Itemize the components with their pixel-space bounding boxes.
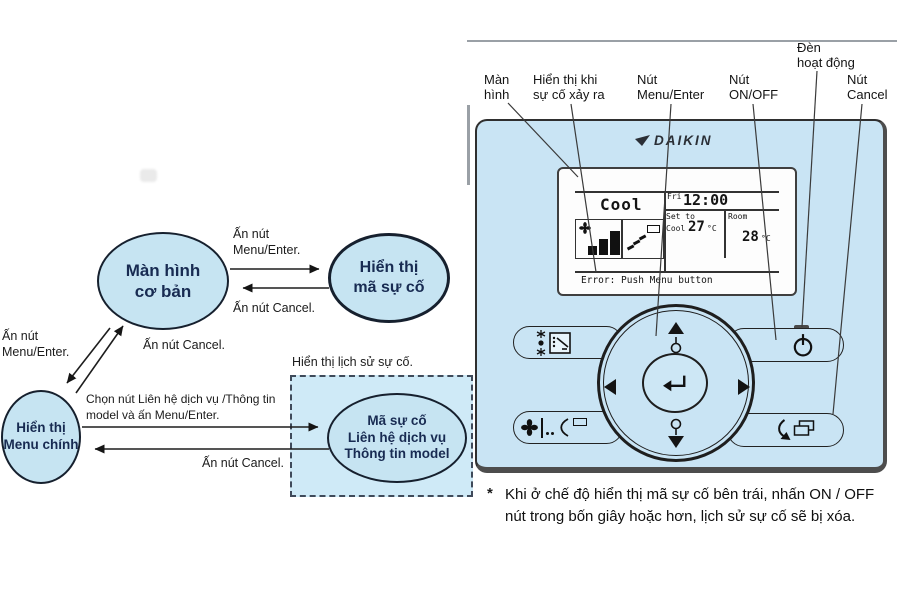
display-room-divider <box>724 209 726 258</box>
cancel-return-icon <box>778 419 815 440</box>
time-text: 12:00 <box>683 191 729 209</box>
scan-edge-line <box>467 105 470 185</box>
cancel-button[interactable] <box>727 413 844 447</box>
operation-lamp <box>794 325 809 330</box>
daikin-logo-icon <box>635 134 650 146</box>
display-top-line <box>575 191 779 193</box>
footnote-marker: * <box>487 485 493 502</box>
arrow-mainmenu-to-basic <box>75 325 124 394</box>
callout-menu-enter: Nút Menu/Enter <box>637 72 705 103</box>
louver-icon <box>647 225 660 233</box>
flow-node-error-code: Hiển thị mã sự cố <box>328 233 450 323</box>
flow-node-main-menu: Hiển thị Menu chính <box>1 390 81 484</box>
thermo-down-icon <box>670 418 682 435</box>
set-to-label: Set to <box>666 212 695 221</box>
room-temp-unit: °C <box>761 234 771 243</box>
right-arrow-key[interactable] <box>738 379 750 395</box>
label-error-history-note: Hiển thị lịch sử sự cố. <box>292 355 413 369</box>
error-message: Error: Push Menu button <box>581 275 713 286</box>
flow-node-main-menu-label: Hiển thị Menu chính <box>3 420 79 452</box>
fan-bar-2 <box>599 239 608 255</box>
fan-icon <box>521 419 538 436</box>
remote-controller: DAIKIN Cool Fri 12:00 Set to Cool 27 °C … <box>475 119 887 473</box>
fan-bar-3 <box>610 231 620 255</box>
lcd-display: Cool Fri 12:00 Set to Cool 27 °C Room 28… <box>557 167 797 296</box>
airflow-dash <box>626 244 635 250</box>
flow-node-error-code-label: Hiển thị mã sự cố <box>353 259 425 296</box>
flow-node-service-info-label: Mã sự cố Liên hệ dịch vụ Thông tin model <box>344 412 450 462</box>
label-press-menu-enter-left: Ấn nút Menu/Enter. <box>2 329 70 360</box>
flow-node-service-info: Mã sự cố Liên hệ dịch vụ Thông tin model <box>327 393 467 483</box>
footnote-text: Khi ở chế độ hiển thị mã sự cố bên trái,… <box>505 486 875 525</box>
enter-arrow-icon <box>663 375 686 392</box>
quick-select-button[interactable] <box>513 326 623 359</box>
room-label: Room <box>728 212 748 221</box>
mode-text: Cool <box>600 195 643 214</box>
callout-operation-lamp: Đèn hoạt động <box>797 40 855 71</box>
label-press-menu-enter-top: Ấn nút Menu/Enter. <box>233 227 301 258</box>
daikin-logo: DAIKIN <box>635 133 713 148</box>
power-icon <box>793 334 813 357</box>
flow-node-basic-screen-label: Màn hình cơ bản <box>125 260 201 301</box>
scan-artifact <box>140 169 157 182</box>
louver-icon <box>573 417 587 426</box>
menu-enter-button[interactable] <box>642 353 708 413</box>
callout-screen: Màn hình <box>484 72 510 103</box>
airflow-box <box>622 219 664 259</box>
display-clock-underline <box>664 209 779 211</box>
label-select-service: Chọn nút Liên hệ dịch vụ /Thông tin mode… <box>86 392 276 422</box>
left-arrow-key[interactable] <box>604 379 616 395</box>
callout-on-off: Nút ON/OFF <box>729 72 779 103</box>
display-bottom-line <box>575 271 779 273</box>
schedule-icon <box>549 331 571 354</box>
label-press-cancel-diagonal: Ấn nút Cancel. <box>143 338 225 352</box>
fan-speed-box <box>575 219 622 259</box>
arrow-basic-to-mainmenu <box>66 327 111 384</box>
set-mode-text: Cool <box>666 224 686 233</box>
section-divider-line <box>467 40 897 42</box>
set-temp-unit: °C <box>707 224 717 233</box>
fan-icon <box>579 222 591 234</box>
mode-symbols-icon <box>536 329 546 356</box>
up-arrow-key[interactable] <box>668 322 684 334</box>
label-press-cancel-bottom: Ấn nút Cancel. <box>202 456 284 470</box>
day-text: Fri <box>667 192 682 201</box>
flow-node-basic-screen: Màn hình cơ bản <box>97 232 229 330</box>
set-temp-value: 27 <box>688 219 705 235</box>
thermo-up-icon <box>670 337 682 354</box>
airflow-dash <box>638 234 647 240</box>
fan-bar-1 <box>588 246 597 255</box>
callout-cancel: Nút Cancel <box>847 72 888 103</box>
dots-icon <box>546 432 554 435</box>
callout-error-display: Hiển thị khi sự cố xảy ra <box>533 72 605 103</box>
on-off-button[interactable] <box>727 328 844 362</box>
down-arrow-key[interactable] <box>668 436 684 448</box>
label-press-cancel-top: Ấn nút Cancel. <box>233 301 315 315</box>
divider-bar-icon <box>541 417 543 438</box>
swing-arc-icon <box>560 418 569 437</box>
airflow-dash <box>632 239 641 245</box>
room-temp-value: 28 <box>742 229 759 245</box>
daikin-logo-text: DAIKIN <box>654 133 713 148</box>
